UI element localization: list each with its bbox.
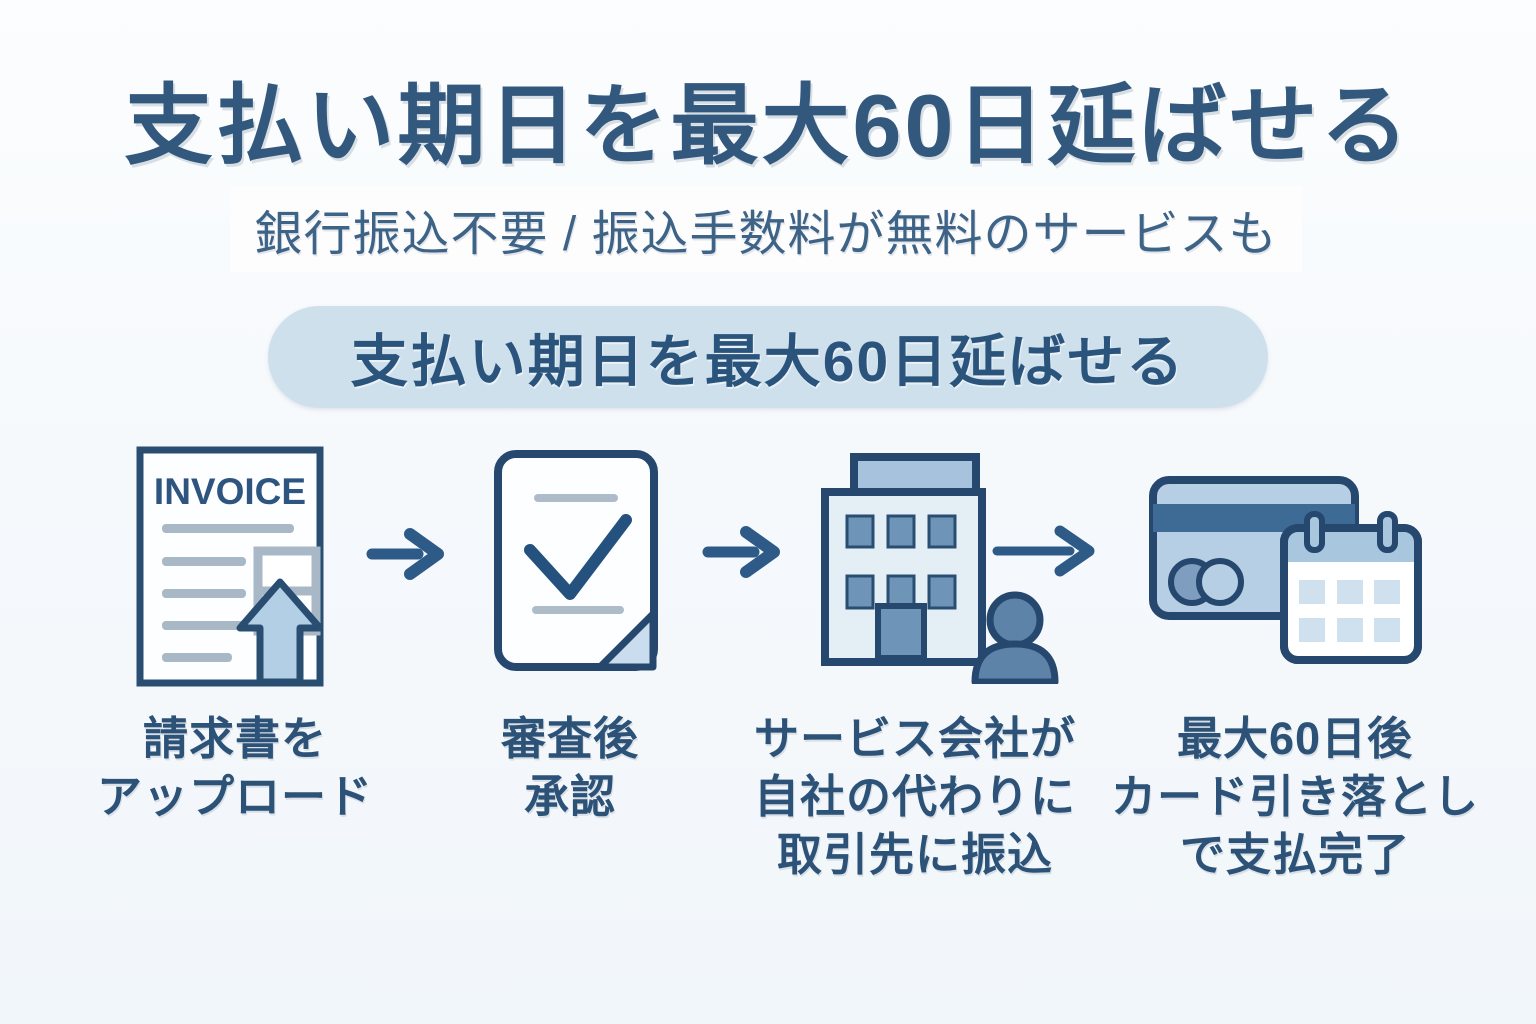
- page-subtitle: 銀行振込不要 / 振込手数料が無料のサービスも: [254, 208, 1278, 261]
- step-caption-transfer: サービス会社が 自社の代わりに 取引先に振込: [715, 710, 1115, 884]
- caption-line: アップロード: [96, 771, 373, 822]
- flow-arrow-icon: [992, 520, 1104, 582]
- caption-line: 審査後: [500, 713, 639, 764]
- highlight-badge-label: 支払い期日を最大60日延ばせる: [350, 330, 1186, 394]
- service-company-transfer-icon: [820, 452, 1062, 684]
- card-payment-calendar-icon-svg: [1149, 476, 1422, 664]
- highlight-badge: 支払い期日を最大60日延ばせる: [268, 306, 1268, 408]
- subtitle-strip: 銀行振込不要 / 振込手数料が無料のサービスも: [230, 186, 1302, 272]
- flow-arrow-icon: [366, 524, 456, 584]
- caption-line: サービス会社が: [753, 713, 1076, 764]
- card-payment-calendar-icon: [1148, 476, 1424, 666]
- step-caption-upload: 請求書を アップロード: [35, 710, 435, 826]
- caption-line: で支払完了: [1179, 829, 1410, 880]
- invoice-upload-icon: INVOICE: [134, 444, 334, 689]
- service-company-transfer-icon-svg: [821, 453, 1059, 684]
- invoice-upload-icon-svg: INVOICE: [136, 446, 324, 687]
- page-title: 支払い期日を最大60日延ばせる: [124, 76, 1412, 175]
- step-caption-approval: 審査後 承認: [420, 710, 720, 826]
- caption-line: 請求書を: [142, 713, 327, 764]
- caption-line: 最大60日後: [1176, 713, 1414, 764]
- caption-line: 自社の代わりに: [753, 771, 1076, 822]
- approval-check-icon: [492, 448, 660, 673]
- approval-check-icon-svg: [494, 450, 658, 671]
- invoice-doc-label: INVOICE: [154, 471, 306, 512]
- step-caption-card-payment: 最大60日後 カード引き落とし で支払完了: [1095, 710, 1495, 884]
- caption-line: 承認: [523, 771, 616, 822]
- flow-arrow-icon: [702, 522, 792, 582]
- caption-line: カード引き落とし: [1110, 771, 1479, 822]
- caption-line: 取引先に振込: [776, 829, 1053, 880]
